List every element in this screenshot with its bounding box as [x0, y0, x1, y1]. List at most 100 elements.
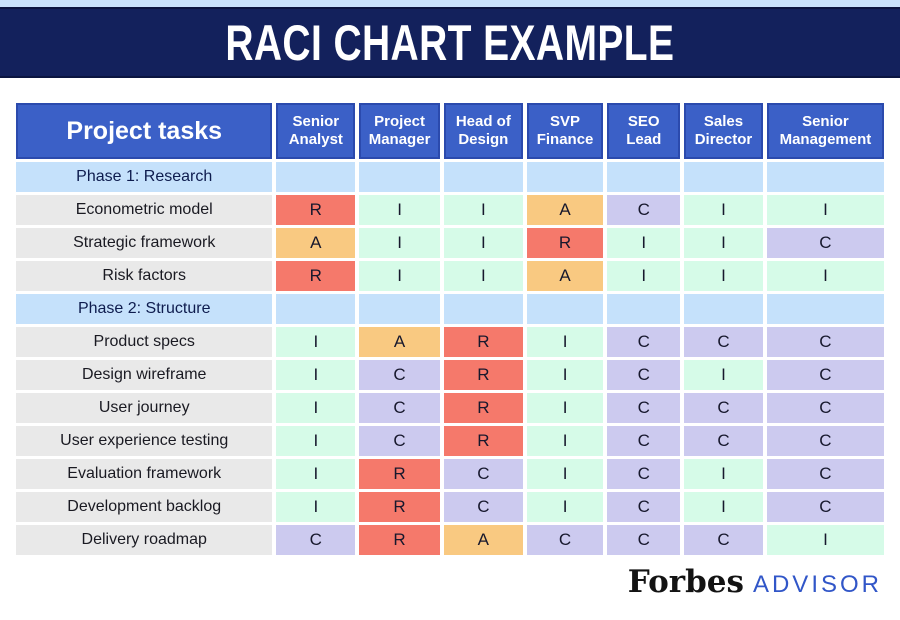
raci-cell-c: C [359, 360, 440, 390]
phase-spacer-cell [607, 162, 681, 192]
raci-cell-i: I [766, 525, 884, 555]
raci-cell-r: R [443, 360, 523, 390]
raci-cell-r: R [443, 426, 523, 456]
task-label: User experience testing [16, 426, 273, 456]
column-header-senior-management: Senior Management [766, 103, 884, 159]
task-label: Delivery roadmap [16, 525, 273, 555]
phase-label: Phase 1: Research [16, 162, 273, 192]
raci-cell-c: C [766, 327, 884, 357]
advisor-wordmark: ADVISOR [752, 571, 882, 598]
raci-cell-c: C [443, 492, 523, 522]
phase-spacer-cell [276, 294, 356, 324]
raci-cell-i: I [276, 327, 356, 357]
raci-cell-c: C [607, 360, 681, 390]
raci-cell-a: A [526, 261, 604, 291]
raci-cell-i: I [276, 360, 356, 390]
column-header-seo-lead: SEO Lead [607, 103, 681, 159]
raci-cell-i: I [443, 228, 523, 258]
raci-cell-i: I [526, 393, 604, 423]
raci-cell-c: C [766, 426, 884, 456]
forbes-wordmark: Forbes [627, 564, 744, 600]
raci-cell-i: I [276, 426, 356, 456]
task-label: Econometric model [16, 195, 273, 225]
task-label: Development backlog [16, 492, 273, 522]
raci-cell-c: C [766, 360, 884, 390]
raci-cell-i: I [684, 261, 763, 291]
raci-cell-r: R [359, 525, 440, 555]
phase-spacer-cell [684, 294, 763, 324]
raci-cell-r: R [443, 327, 523, 357]
raci-cell-c: C [684, 393, 763, 423]
phase-spacer-cell [359, 162, 440, 192]
raci-cell-i: I [359, 261, 440, 291]
phase-row: Phase 2: Structure [16, 294, 884, 324]
phase-spacer-cell [766, 294, 884, 324]
raci-cell-i: I [607, 261, 681, 291]
raci-cell-c: C [607, 525, 681, 555]
raci-cell-i: I [359, 228, 440, 258]
raci-cell-c: C [276, 525, 356, 555]
raci-cell-r: R [443, 393, 523, 423]
raci-cell-a: A [443, 525, 523, 555]
raci-cell-c: C [359, 393, 440, 423]
task-label: Evaluation framework [16, 459, 273, 489]
phase-spacer-cell [766, 162, 884, 192]
raci-cell-a: A [276, 228, 356, 258]
raci-cell-c: C [607, 426, 681, 456]
column-header-senior-analyst: Senior Analyst [276, 103, 356, 159]
raci-cell-i: I [359, 195, 440, 225]
raci-cell-i: I [276, 492, 356, 522]
phase-spacer-cell [443, 294, 523, 324]
raci-cell-i: I [684, 492, 763, 522]
forbes-advisor-logo: Forbes ADVISOR [628, 564, 882, 600]
phase-spacer-cell [684, 162, 763, 192]
raci-cell-i: I [526, 459, 604, 489]
raci-cell-c: C [766, 228, 884, 258]
raci-cell-a: A [526, 195, 604, 225]
phase-label: Phase 2: Structure [16, 294, 273, 324]
task-label: Risk factors [16, 261, 273, 291]
raci-cell-i: I [276, 459, 356, 489]
raci-cell-i: I [684, 195, 763, 225]
raci-cell-i: I [526, 327, 604, 357]
raci-cell-r: R [276, 261, 356, 291]
page-title: RACI CHART EXAMPLE [225, 14, 675, 71]
raci-cell-c: C [607, 195, 681, 225]
raci-cell-c: C [607, 327, 681, 357]
raci-cell-i: I [443, 261, 523, 291]
raci-cell-i: I [684, 360, 763, 390]
phase-row: Phase 1: Research [16, 162, 884, 192]
raci-cell-i: I [526, 426, 604, 456]
task-label: User journey [16, 393, 273, 423]
raci-cell-c: C [766, 459, 884, 489]
column-header-project-manager: Project Manager [359, 103, 440, 159]
raci-cell-c: C [766, 492, 884, 522]
column-header-head-of-design: Head of Design [443, 103, 523, 159]
raci-cell-i: I [276, 393, 356, 423]
raci-cell-c: C [607, 393, 681, 423]
raci-cell-r: R [359, 492, 440, 522]
phase-spacer-cell [443, 162, 523, 192]
raci-cell-i: I [766, 195, 884, 225]
column-header-svp-finance: SVP Finance [526, 103, 604, 159]
top-accent-strip [0, 0, 900, 7]
task-label: Design wireframe [16, 360, 273, 390]
raci-cell-c: C [607, 492, 681, 522]
raci-cell-c: C [684, 327, 763, 357]
raci-cell-c: C [526, 525, 604, 555]
raci-cell-i: I [443, 195, 523, 225]
raci-cell-c: C [607, 459, 681, 489]
raci-cell-r: R [276, 195, 356, 225]
raci-cell-r: R [526, 228, 604, 258]
